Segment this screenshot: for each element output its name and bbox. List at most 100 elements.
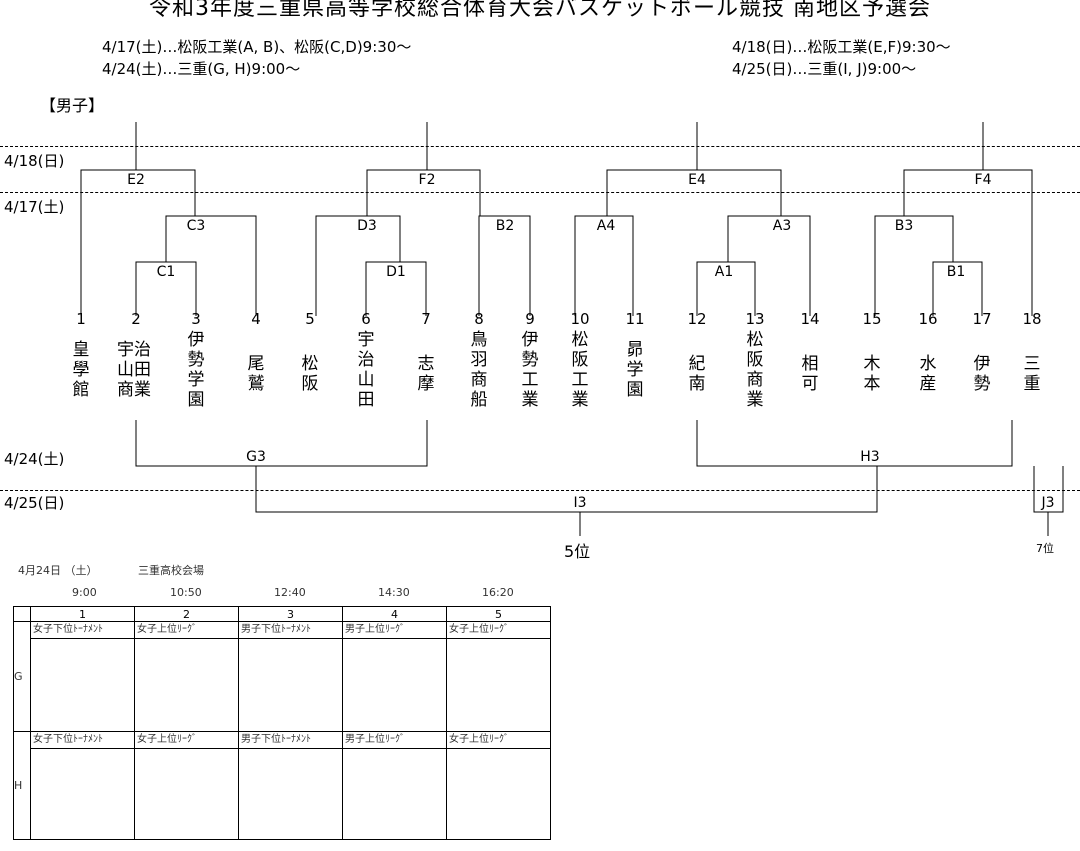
team-number: 15 [862,310,882,328]
column-header: 2 [134,606,239,622]
team-number: 6 [361,310,371,328]
divider [0,192,1080,193]
time-slot: 14:30 [378,586,410,599]
team-number: 13 [745,310,765,328]
team-number: 5 [305,310,315,328]
game-type: 男子上位ﾘｰｸﾞ [343,622,446,639]
team-name: 相可 [801,354,819,394]
team-number: 14 [800,310,820,328]
game-type: 男子上位ﾘｰｸﾞ [343,732,446,749]
team-number: 7 [421,310,431,328]
team-name: 宇治山田 [357,330,375,410]
time-slot: 10:50 [170,586,202,599]
table-corner [13,606,31,622]
team-name: 伊勢工業 [521,330,539,410]
team-name: 紀南 [688,354,706,394]
schedule-line-1: 4/17(土)…松阪工業(A, B)、松阪(C,D)9:30～ [102,38,412,56]
game-label-a3: A3 [772,218,792,234]
table-cell: 女子下位ﾄｰﾅﾒﾝﾄ [30,731,135,840]
page-title: 令和3年度三重県高等学校総合体育大会バスケットボール競技 南地区予選会 [149,0,931,21]
team-name: 松阪 [301,354,319,394]
venue-name: 三重高校会場 [138,564,204,577]
placement-seventh: 7位 [1036,542,1054,555]
game-label-i3: I3 [573,495,587,511]
game-label-e4: E4 [688,172,706,188]
time-slot: 16:20 [482,586,514,599]
team-number: 16 [918,310,938,328]
column-header: 5 [446,606,551,622]
team-number: 4 [251,310,261,328]
table-cell: 男子下位ﾄｰﾅﾒﾝﾄ [238,621,343,732]
game-label-e2: E2 [127,172,145,188]
game-label-h3: H3 [860,449,880,465]
team-name: 三重 [1023,354,1041,394]
team-number: 10 [570,310,590,328]
team-number: 17 [972,310,992,328]
team-name: 松阪工業 [571,330,589,410]
table-cell: 女子上位ﾘｰｸﾞ [446,621,551,732]
table-cell: 女子上位ﾘｰｸﾞ [134,731,239,840]
game-label-j3: J3 [1041,495,1055,511]
divider [0,146,1080,147]
team-number: 1 [76,310,86,328]
court-label-h: H [13,731,31,840]
game-label-d3: D3 [357,218,377,234]
game-label-b3: B3 [894,218,914,234]
team-name: 皇學館 [72,340,90,400]
game-label-c3: C3 [186,218,206,234]
schedule-line-2: 4/24(土)…三重(G, H)9:00～ [102,60,301,78]
date-label-425: 4/25(日) [4,494,65,512]
game-type: 女子上位ﾘｰｸﾞ [135,622,238,639]
game-label-d1: D1 [386,264,406,280]
time-slot: 9:00 [72,586,97,599]
table-cell: 男子上位ﾘｰｸﾞ [342,731,447,840]
team-number: 8 [474,310,484,328]
game-label-c1: C1 [156,264,176,280]
game-label-f4: F4 [974,172,992,188]
team-name: 伊勢学園 [187,330,205,410]
team-number: 18 [1022,310,1042,328]
team-name: 水産 [919,354,937,394]
game-type: 女子上位ﾘｰｸﾞ [447,732,550,749]
date-label-417: 4/17(土) [4,198,65,216]
team-name: 木本 [863,354,881,394]
column-header: 3 [238,606,343,622]
game-type: 男子下位ﾄｰﾅﾒﾝﾄ [239,622,342,639]
table-cell: 女子上位ﾘｰｸﾞ [446,731,551,840]
table-cell: 男子上位ﾘｰｸﾞ [342,621,447,732]
team-number: 9 [525,310,535,328]
column-header: 4 [342,606,447,622]
team-name: 尾鷲 [247,354,265,394]
table-cell: 男子下位ﾄｰﾅﾒﾝﾄ [238,731,343,840]
game-label-a1: A1 [714,264,734,280]
game-type: 男子下位ﾄｰﾅﾒﾝﾄ [239,732,342,749]
team-number: 2 [131,310,141,328]
team-number: 11 [625,310,645,328]
date-label-424: 4/24(土) [4,450,65,468]
team-name: 昴学園 [626,340,644,400]
table-cell: 女子上位ﾘｰｸﾞ [134,621,239,732]
game-type: 女子下位ﾄｰﾅﾒﾝﾄ [31,622,134,639]
game-label-b1: B1 [946,264,966,280]
team-number: 12 [687,310,707,328]
court-label-g: G [13,621,31,732]
team-name: 伊勢 [973,354,991,394]
time-slot: 12:40 [274,586,306,599]
section-label-boys: 【男子】 [40,96,105,115]
game-type: 女子下位ﾄｰﾅﾒﾝﾄ [31,732,134,749]
team-name: 松阪商業 [746,330,764,410]
placement-fifth: 5位 [564,542,591,561]
team-name: 宇治山田商業 [117,340,151,400]
table-cell: 女子下位ﾄｰﾅﾒﾝﾄ [30,621,135,732]
game-label-a4: A4 [596,218,616,234]
column-header: 1 [30,606,135,622]
divider [0,490,1080,491]
game-label-b2: B2 [495,218,515,234]
team-number: 3 [191,310,201,328]
game-type: 女子上位ﾘｰｸﾞ [135,732,238,749]
game-label-f2: F2 [418,172,436,188]
date-label-418: 4/18(日) [4,152,65,170]
schedule-line-3: 4/18(日)…松阪工業(E,F)9:30～ [732,38,951,56]
game-type: 女子上位ﾘｰｸﾞ [447,622,550,639]
